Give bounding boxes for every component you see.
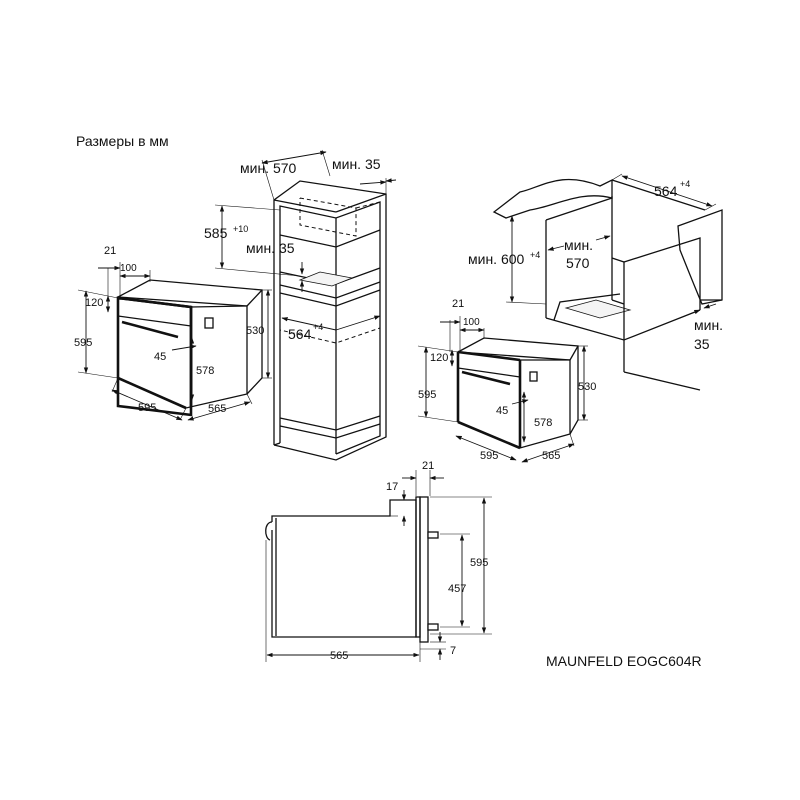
dim-595-width-right: 595 (480, 450, 498, 462)
oven-left-dimensions: 21 100 595 120 530 45 578 595 565 (74, 245, 272, 421)
dim-595-height-right: 595 (418, 389, 436, 401)
dim-min-600: мин. 600 (468, 251, 525, 267)
dim-564-niche-tolerance: +4 (680, 179, 690, 189)
dim-530: 530 (246, 325, 264, 337)
dim-585-tolerance: +10 (233, 224, 248, 234)
side-dim-17: 17 (386, 481, 398, 493)
dim-565: 565 (208, 403, 226, 415)
dim-120: 120 (85, 297, 103, 309)
dim-100-right: 100 (463, 317, 480, 328)
dim-578-right: 578 (534, 417, 552, 429)
tall-cabinet-drawing (273, 180, 387, 461)
oven-left-drawing (116, 279, 263, 417)
dim-21: 21 (104, 245, 116, 257)
undercounter-niche-dimensions: 564 +4 мин. 600 +4 мин. 570 мин. 35 (468, 173, 723, 352)
dim-565-right: 565 (542, 450, 560, 462)
dim-564-tolerance: +4 (313, 322, 323, 332)
oven-right-dimensions: 21 100 595 120 530 45 578 595 565 (417, 298, 596, 463)
dim-585: 585 (204, 225, 228, 241)
model-name: MAUNFELD EOGC604R (546, 653, 702, 669)
dim-min-570: мин. 570 (240, 160, 297, 176)
dim-45-right: 45 (496, 405, 508, 417)
units-note: Размеры в мм (76, 133, 169, 149)
dim-100: 100 (120, 263, 137, 274)
tall-cabinet-dimensions: мин. 570 мин. 35 585 +10 мин. 35 564 +4 (204, 149, 397, 342)
dim-564-niche: 564 (654, 183, 678, 199)
dim-min-35-mid: мин. 35 (246, 240, 295, 256)
side-dim-21: 21 (422, 460, 434, 472)
side-dim-7: 7 (450, 645, 456, 657)
side-dim-457: 457 (448, 583, 466, 595)
dim-530-right: 530 (578, 381, 596, 393)
dim-595-height: 595 (74, 337, 92, 349)
oven-right-drawing (456, 337, 579, 450)
undercounter-niche-drawing (492, 178, 723, 391)
dim-45: 45 (154, 351, 166, 363)
dim-min-570-value: 570 (566, 255, 590, 271)
dim-min-570-label: мин. (564, 237, 593, 253)
side-view-drawing (265, 496, 439, 643)
side-view-dimensions: 21 17 595 457 565 7 (265, 460, 492, 662)
dim-595-width: 595 (138, 402, 156, 414)
dim-min-35-niche-label: мин. (694, 317, 723, 333)
dim-578: 578 (196, 365, 214, 377)
dim-min-35-top: мин. 35 (332, 156, 381, 172)
dim-min-35-niche-value: 35 (694, 336, 710, 352)
dim-564: 564 (288, 326, 312, 342)
dim-21-right: 21 (452, 298, 464, 310)
dim-min-600-tolerance: +4 (530, 250, 540, 260)
side-dim-565: 565 (330, 650, 348, 662)
dim-120-right: 120 (430, 352, 448, 364)
side-dim-595: 595 (470, 557, 488, 569)
